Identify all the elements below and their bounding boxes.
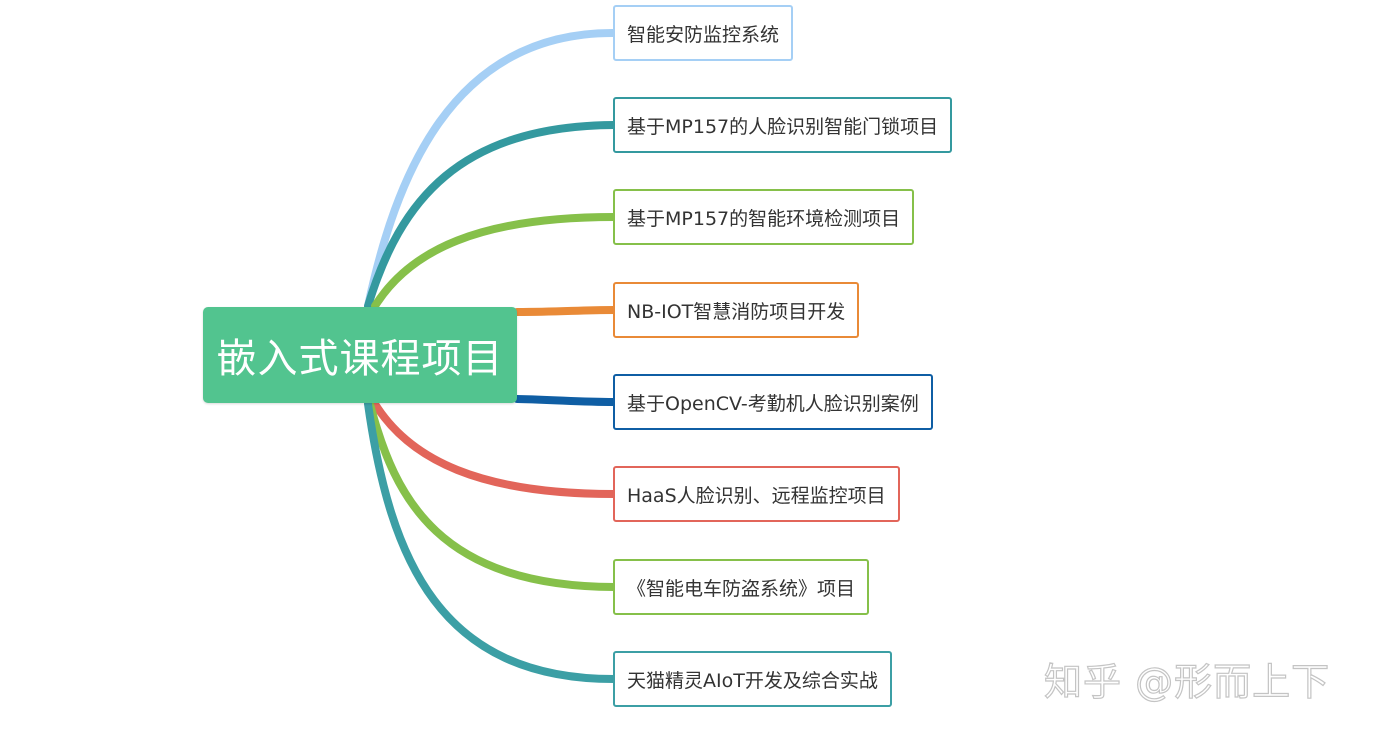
- branch-label: 基于OpenCV-考勤机人脸识别案例: [627, 392, 919, 415]
- branch-label: 天猫精灵AIoT开发及综合实战: [627, 669, 878, 692]
- connector-line: [364, 121, 618, 310]
- connector-line: [371, 400, 618, 498]
- branch-label: 基于MP157的智能环境检测项目: [627, 207, 901, 230]
- branch-node[interactable]: 天猫精灵AIoT开发及综合实战: [613, 651, 892, 707]
- branch-node[interactable]: NB-IOT智慧消防项目开发: [613, 282, 860, 338]
- root-node[interactable]: 嵌入式课程项目: [203, 307, 517, 403]
- branch-label: HaaS人脸识别、远程监控项目: [627, 484, 886, 507]
- branch-node[interactable]: 基于MP157的智能环境检测项目: [613, 189, 915, 245]
- branch-node[interactable]: 智能安防监控系统: [613, 5, 794, 61]
- branch-label: 基于MP157的人脸识别智能门锁项目: [627, 115, 939, 138]
- branch-node[interactable]: HaaS人脸识别、远程监控项目: [613, 466, 900, 522]
- branch-node[interactable]: 《智能电车防盗系统》项目: [613, 559, 870, 615]
- connector-line: [513, 395, 618, 406]
- branch-label: 智能安防监控系统: [627, 23, 780, 46]
- branch-node[interactable]: 基于MP157的人脸识别智能门锁项目: [613, 97, 953, 153]
- branch-node[interactable]: 基于OpenCV-考勤机人脸识别案例: [613, 374, 933, 430]
- connector-line: [371, 213, 618, 310]
- branch-label: 《智能电车防盗系统》项目: [627, 577, 856, 600]
- connector-line: [364, 28, 618, 310]
- connector-line: [513, 306, 618, 316]
- connector-line: [366, 400, 618, 591]
- watermark: 知乎 @形而上下: [1043, 659, 1331, 704]
- branch-label: NB-IOT智慧消防项目开发: [627, 300, 846, 323]
- connector-line: [364, 400, 618, 683]
